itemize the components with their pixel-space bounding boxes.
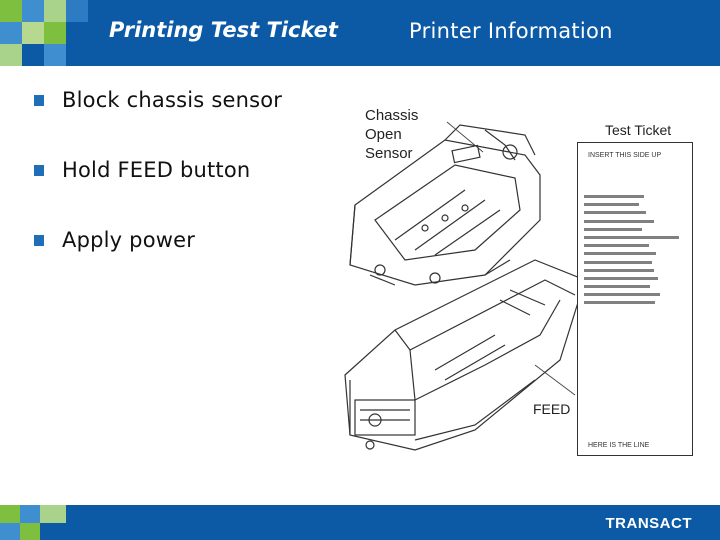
decor-square [66, 0, 88, 22]
slide-title: Printing Test Ticket [109, 18, 338, 42]
bullet-item: Hold FEED button [34, 158, 282, 228]
test-ticket-label: Test Ticket [605, 122, 672, 138]
bullet-text: Block chassis sensor [62, 88, 283, 112]
header-bar: Printing Test Ticket Printer Information [0, 0, 720, 66]
decor-square [0, 44, 22, 66]
printer-diagram: Chassis Open Sensor Test Ticket FEED INS… [335, 100, 705, 470]
ticket-header-text: INSERT THIS SIDE UP [588, 152, 662, 159]
decor-square [22, 22, 44, 44]
feed-label: FEED [533, 401, 571, 417]
bullet-item: Apply power [34, 228, 282, 298]
bullet-item: Block chassis sensor [34, 88, 282, 158]
ticket-print-lines [584, 195, 684, 310]
chassis-sensor-label: Chassis Open Sensor [365, 106, 455, 163]
decor-square [40, 505, 66, 523]
decor-square [20, 523, 40, 540]
decor-square [0, 0, 22, 22]
decor-square [20, 505, 40, 523]
square-bullet-icon [34, 165, 44, 176]
footer-bar: TRANSACT [0, 505, 720, 540]
decor-square [0, 22, 22, 44]
test-ticket-sample: INSERT THIS SIDE UP HERE IS THE LINE [577, 142, 693, 456]
decor-square [0, 505, 20, 523]
square-bullet-icon [34, 235, 44, 246]
decor-square [44, 44, 66, 66]
decor-square [44, 22, 66, 44]
decor-square [44, 0, 66, 22]
square-bullet-icon [34, 95, 44, 106]
chassis-sensor-text: Chassis Open Sensor [365, 107, 419, 162]
decor-square [22, 0, 44, 22]
printer-drawing [344, 121, 586, 451]
bullet-text: Hold FEED button [62, 158, 251, 182]
section-title: Printer Information [409, 19, 613, 43]
bullet-list: Block chassis sensor Hold FEED button Ap… [34, 88, 282, 298]
decor-square [0, 523, 20, 540]
bullet-text: Apply power [62, 228, 196, 252]
transact-logo: TRANSACT [605, 515, 692, 532]
ticket-footer-text: HERE IS THE LINE [588, 442, 650, 449]
